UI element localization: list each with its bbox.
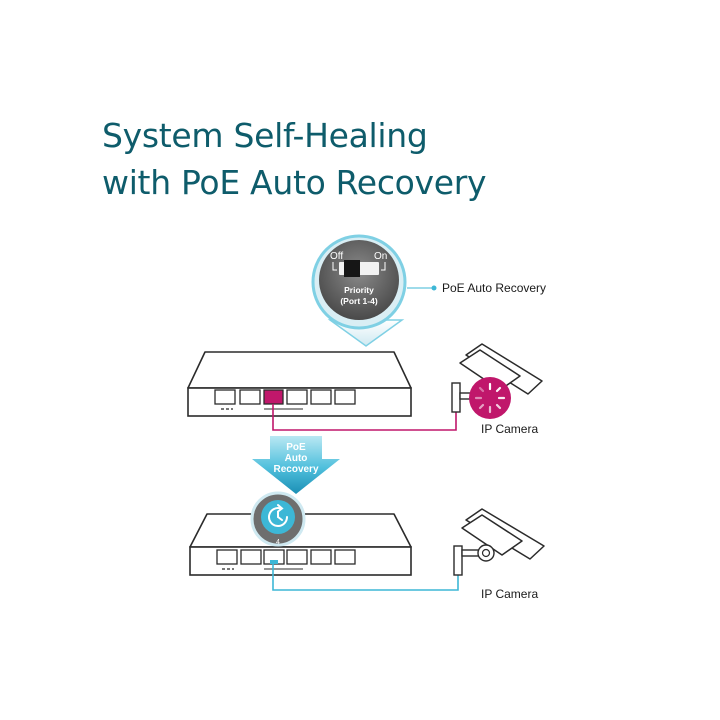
switch-priority-label: Priority [344,285,374,295]
ip-camera-icon: IP Camera [451,343,543,436]
title-line-2: with PoE Auto Recovery [102,163,487,202]
loading-icon [474,382,506,414]
arrow-label-line-2: Auto [285,453,308,464]
ip-camera-icon: IP Camera [453,508,545,601]
bottom-recovered-cable [272,564,459,591]
top-camera-wall-plate [451,382,461,413]
bottom-switch-port-4-indicator [270,560,278,564]
bottom-camera-joint-inner [481,548,491,558]
top-switch-fault-port [263,389,284,405]
page-title: System Self-Healing with PoE Auto Recove… [102,112,487,206]
switch-tick-left [332,262,337,271]
priority-switch-callout: Off On Priority (Port 1-4) PoE Auto Reco… [311,234,546,347]
poe-auto-recovery-arrow: PoE Auto Recovery [252,436,340,494]
top-switch-ports [214,389,356,405]
title-line-1: System Self-Healing [102,116,428,155]
poe-auto-recovery-label: PoE Auto Recovery [442,281,546,295]
bottom-switch-ports [216,549,356,565]
arrow-label-line-1: PoE [286,442,306,453]
bottom-camera-wall-plate [453,545,463,576]
callout-knob [319,240,399,320]
switch-off-label: Off [330,251,343,262]
port-number-label: 4 [276,539,280,546]
arrow-shape [252,436,340,494]
arrow-label-line-3: Recovery [273,464,318,475]
switch-icon [187,351,412,417]
switch-slider [344,260,360,277]
switch-tick-right [381,262,386,271]
bottom-ip-camera-label: IP Camera [481,587,538,601]
switch-port-range-label: (Port 1-4) [340,296,377,306]
switch-icon: 4 [189,491,412,576]
top-faulty-cable [272,404,457,431]
callout-leader-dot [431,285,437,291]
switch-on-label: On [374,251,387,262]
top-switch-lid [187,351,412,389]
top-ip-camera-label: IP Camera [481,422,538,436]
recovery-icon [268,504,288,527]
